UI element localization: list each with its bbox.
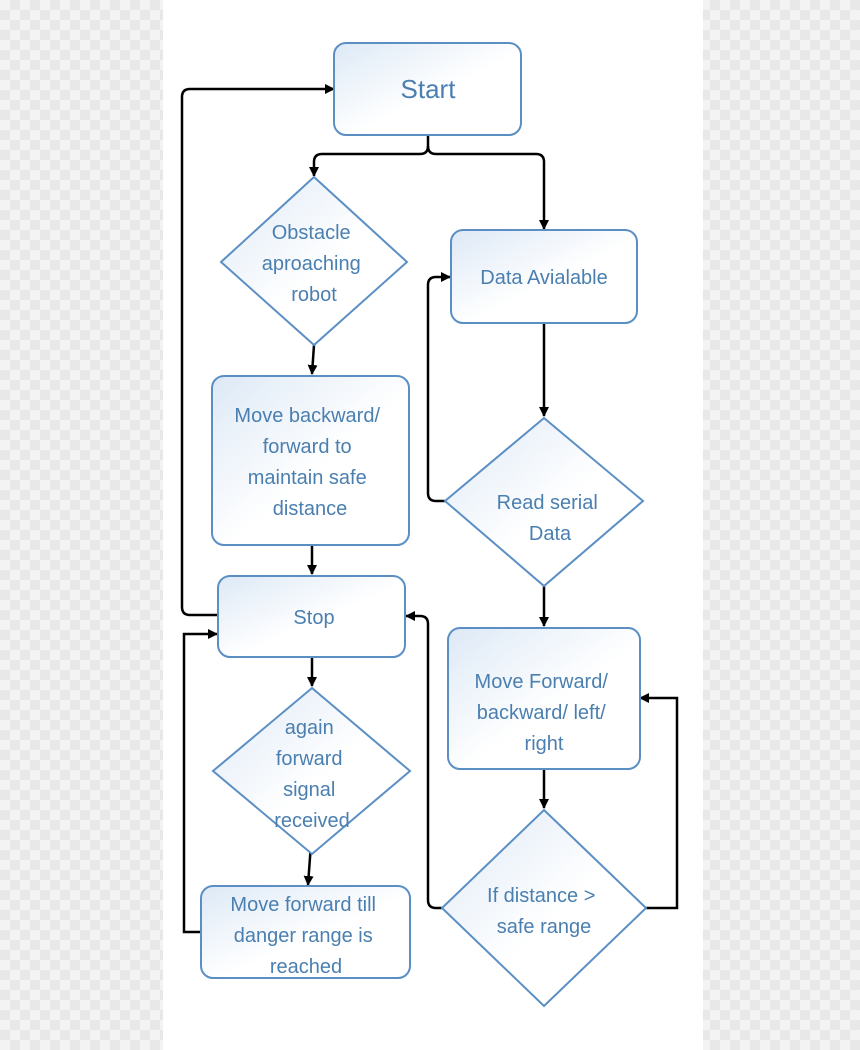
move-forward-till-node: Move forward till danger range is reache… [200,885,411,979]
read-serial-label-line-2: Data [529,523,572,545]
start-label: Start [401,74,457,104]
svg-text:If distance > safe range: If distance > safe range [487,885,601,938]
move-forward-label-line-3: right [525,733,564,755]
move-backward-label-line-3: maintain safe [248,467,367,489]
arrow-stop-to-start [180,84,335,617]
again-forward-label-line-4: received [274,810,350,832]
move-forward-till-label-line-3: reached [270,956,342,978]
arrow-if-distance-loop-right [639,693,679,910]
data-available-node: Data Avialable [450,229,638,324]
arrow-read-serial-loop-back [426,272,451,503]
arrow-start-split-right [426,145,549,230]
again-forward-label-line-3: signal [283,779,335,801]
obstacle-label-line-3: robot [291,284,337,306]
connectors [180,84,679,934]
data-available-label: Data Avialable [480,267,608,289]
start-node: Start [333,42,522,136]
obstacle-label-line-1: Obstacle [272,222,351,244]
move-backward-label-line-2: forward to [263,436,352,458]
svg-text:Move forward till danger: Move forward till danger range is reache… [230,894,381,978]
if-distance-label-line-2: safe range [497,916,592,938]
arrow-start-split-left [309,136,430,177]
obstacle-decision: Obstacle aproaching robot [219,175,409,347]
again-forward-decision: again forward signal received [211,686,412,856]
read-serial-label-line-1: Read serial [497,492,598,514]
stop-node: Stop [217,575,406,658]
obstacle-label-line-2: aproaching [262,253,361,275]
again-forward-label-line-1: again [285,717,334,739]
move-forward-label-line-1: Move Forward/ [475,671,609,693]
move-backward-node: Move backward/ forward to maintain safe … [211,375,410,546]
svg-text:Move backward/ forward t: Move backward/ forward to maintain safe … [234,405,385,520]
svg-text:Read serial Data: Read serial Data [497,492,604,545]
move-forward-node: Move Forward/ backward/ left/ right [447,627,641,770]
svg-text:again forward sign: again forward signal received [274,717,350,832]
if-distance-label-line-1: If distance > [487,885,595,907]
move-backward-label-line-4: distance [273,498,348,520]
move-forward-till-label-line-1: Move forward till [230,894,376,916]
move-backward-label-line-1: Move backward/ [234,405,380,427]
svg-text:Move Forward/ backward/: Move Forward/ backward/ left/ right [475,671,614,755]
move-forward-label-line-2: backward/ left/ [477,702,606,724]
stop-label: Stop [293,607,334,629]
read-serial-decision: Read serial Data [443,416,645,588]
if-distance-decision: If distance > safe range [440,808,648,1008]
arrow-move-forward-till-to-stop [182,629,218,934]
arrow-obstacle-to-move-backward [307,344,318,375]
move-forward-till-label-line-2: danger range is [234,925,373,947]
svg-text:Obstacle aproaching: Obstacle aproaching robot [262,222,367,306]
arrow-if-distance-to-stop [405,611,442,910]
again-forward-label-line-2: forward [276,748,343,770]
